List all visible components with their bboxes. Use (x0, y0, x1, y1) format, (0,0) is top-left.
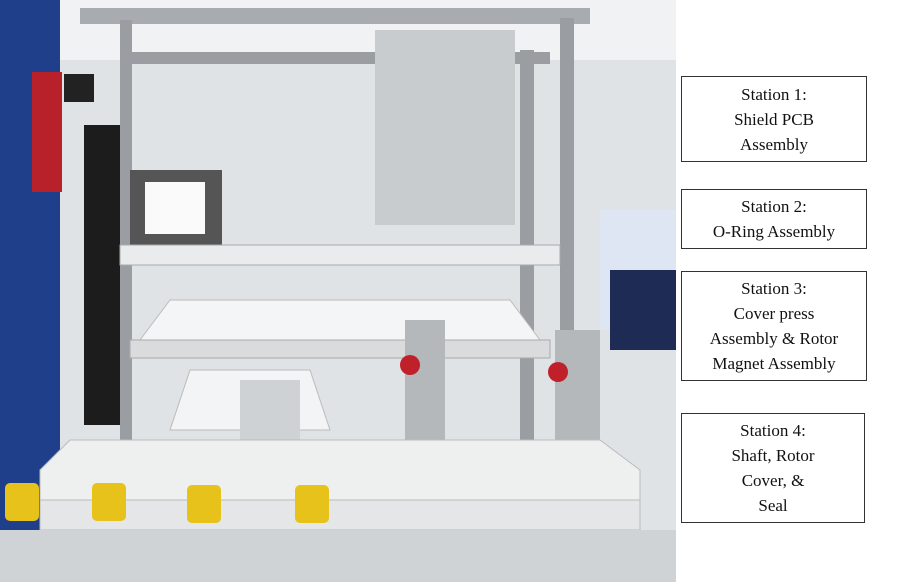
poster (32, 72, 62, 192)
station-4-label: Station 4: Shaft, Rotor Cover, & Seal (681, 413, 865, 523)
label-line: Shield PCB (734, 109, 814, 129)
label-line: Station 2: (741, 197, 807, 216)
label-line: Station 4: (740, 421, 806, 440)
station-2-label: Station 2: O-Ring Assembly (681, 189, 867, 249)
station-1-label: Station 1: Shield PCB Assembly (681, 76, 867, 162)
work-table (39, 439, 641, 501)
foot-pedal (295, 485, 329, 523)
press-actuator (84, 125, 120, 425)
foot-pedal (92, 483, 126, 521)
parts-tray (139, 299, 541, 341)
frame-top-beam (80, 8, 590, 24)
label-line: Cover press (733, 304, 815, 323)
label-line: Station 1: (741, 84, 807, 104)
label-line: Cover, & (741, 471, 805, 490)
foot-pedal (187, 485, 221, 523)
cabinet (375, 30, 515, 225)
station-3-label: Station 3: Cover press Assembly & Rotor … (681, 271, 867, 381)
label-line: Station 3: (741, 279, 807, 298)
label-line: Assembly & Rotor (709, 329, 839, 348)
assembly-station-photo (0, 0, 676, 582)
label-line: Shaft, Rotor (731, 446, 815, 465)
press-station (405, 320, 445, 450)
assembly-line-illustration (0, 0, 676, 582)
label-line: Magnet Assembly (712, 354, 836, 373)
label-line: O-Ring Assembly (712, 222, 836, 241)
foot-pedal (5, 483, 39, 521)
frame-post (120, 20, 132, 440)
label-line: Seal (758, 496, 788, 515)
label-line: Assembly (740, 134, 808, 154)
